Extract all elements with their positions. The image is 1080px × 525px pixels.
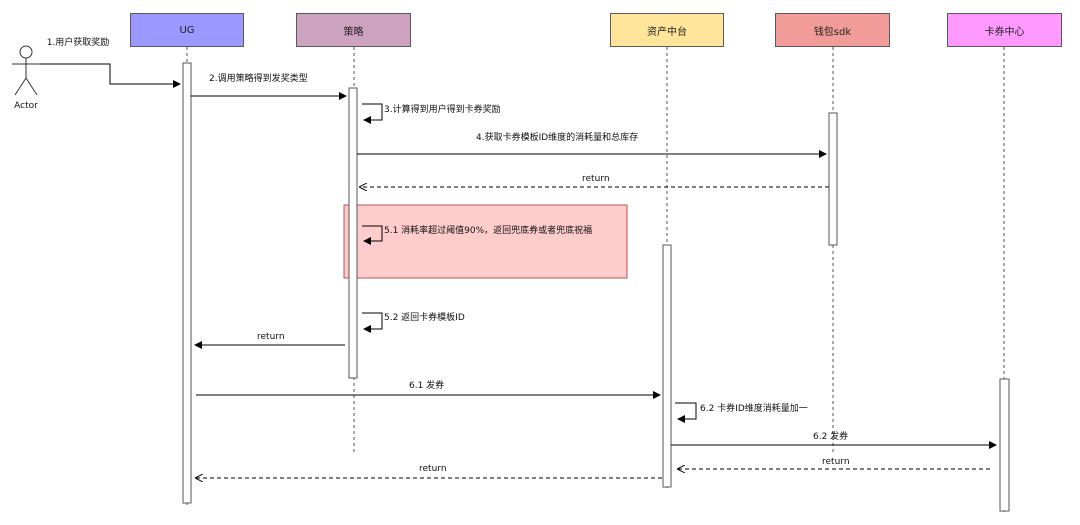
threshold-highlight-region — [343, 204, 628, 279]
actor-label: Actor — [14, 101, 38, 111]
activation-coupon — [999, 378, 1010, 512]
return-2-label: return — [257, 332, 285, 342]
participant-asset-platform-label: 资产中台 — [647, 26, 687, 38]
activation-strategy — [348, 87, 358, 379]
message-5-2-arrow — [362, 312, 383, 333]
actor-icon — [12, 45, 40, 96]
return-1-label: return — [582, 174, 610, 184]
participant-strategy-label: 策略 — [343, 26, 364, 38]
message-6-1-label: 6.1 发券 — [409, 381, 445, 391]
message-6-2a-arrow — [675, 402, 697, 423]
message-6-2b-label: 6.2 发券 — [813, 432, 849, 442]
message-5-1-label: 5.1 消耗率超过阈值90%，返回兜底券或者兜底祝福 — [384, 226, 593, 236]
participant-wallet-sdk-label: 钱包sdk — [813, 26, 852, 38]
return-3-label: return — [822, 457, 850, 467]
message-4-label: 4.获取卡券模板ID维度的消耗量和总库存 — [476, 133, 639, 143]
message-1-label: 1.用户获取奖励 — [46, 38, 110, 48]
activation-wallet — [828, 112, 838, 246]
participant-wallet-sdk: 钱包sdk — [775, 13, 890, 47]
participant-ug: UG — [130, 13, 244, 47]
message-3-arrow — [362, 103, 383, 124]
message-1-arrow — [40, 63, 181, 88]
message-5-2-label: 5.2 返回卡券模板ID — [384, 313, 465, 323]
message-6-2a-label: 6.2 卡券ID维度消耗量加一 — [700, 404, 808, 414]
message-2-label: 2.调用策略得到发奖类型 — [209, 74, 308, 84]
participant-coupon-center: 卡券中心 — [947, 13, 1062, 47]
participant-coupon-center-label: 卡券中心 — [984, 26, 1025, 38]
message-3-label: 3.计算得到用户得到卡券奖励 — [384, 105, 501, 115]
participant-strategy: 策略 — [296, 13, 411, 47]
participant-ug-label: UG — [179, 24, 195, 36]
message-5-1-arrow — [362, 225, 383, 245]
participant-asset-platform: 资产中台 — [610, 13, 724, 47]
activation-asset — [662, 244, 672, 488]
return-4-label: return — [419, 464, 447, 474]
activation-ug — [182, 62, 192, 504]
